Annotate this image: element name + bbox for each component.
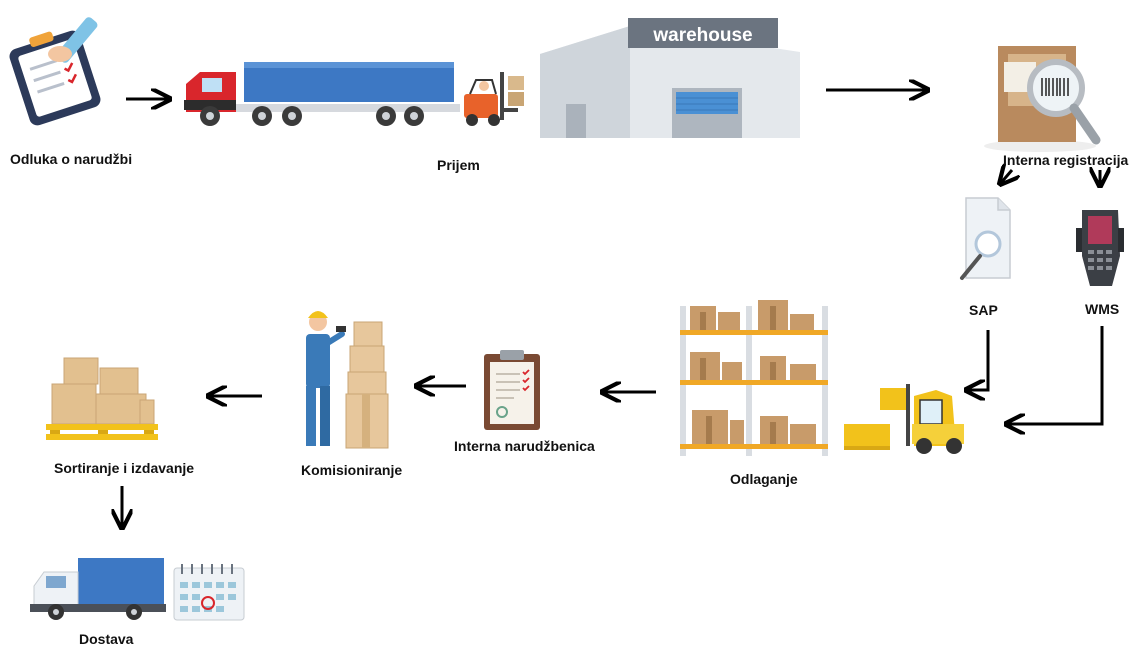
arrow-sap-to-putaway (966, 330, 990, 390)
arrow-wms-to-putaway (1006, 326, 1104, 424)
barcode-magnifier-icon (984, 46, 1101, 152)
label-receiving: Prijem (437, 157, 480, 173)
document-search-icon (960, 197, 1011, 280)
label-picking: Komisioniranje (301, 462, 403, 478)
clipboard-checklist-icon (9, 17, 101, 126)
storage-rack-icon (680, 300, 828, 456)
delivery-truck-icon (30, 558, 166, 620)
label-sorting-dispatch: Sortiranje i izdavanje (54, 460, 195, 476)
warehouse-sign: warehouse (652, 25, 752, 46)
order-clipboard-icon (484, 350, 540, 430)
warehouse-building-icon: warehouse (540, 18, 800, 138)
label-internal-order: Interna narudžbenica (454, 438, 595, 454)
label-order-decision: Odluka o narudžbi (10, 151, 133, 167)
label-put-away: Odlaganje (730, 471, 798, 487)
arrow-registration-to-sap (1000, 170, 1012, 184)
calendar-icon (173, 564, 245, 621)
label-wms: WMS (1085, 301, 1120, 317)
forklift-pallet-icon (844, 384, 964, 454)
label-delivery: Dostava (79, 631, 134, 647)
handheld-scanner-icon (1076, 210, 1124, 286)
pallet-boxes-icon (46, 357, 158, 440)
forklift-icon (464, 72, 524, 126)
worker-scanning-boxes-icon (306, 311, 389, 449)
semi-truck-icon (184, 62, 460, 126)
label-sap: SAP (969, 302, 998, 318)
label-internal-registration: Interna registracija (1003, 152, 1129, 168)
